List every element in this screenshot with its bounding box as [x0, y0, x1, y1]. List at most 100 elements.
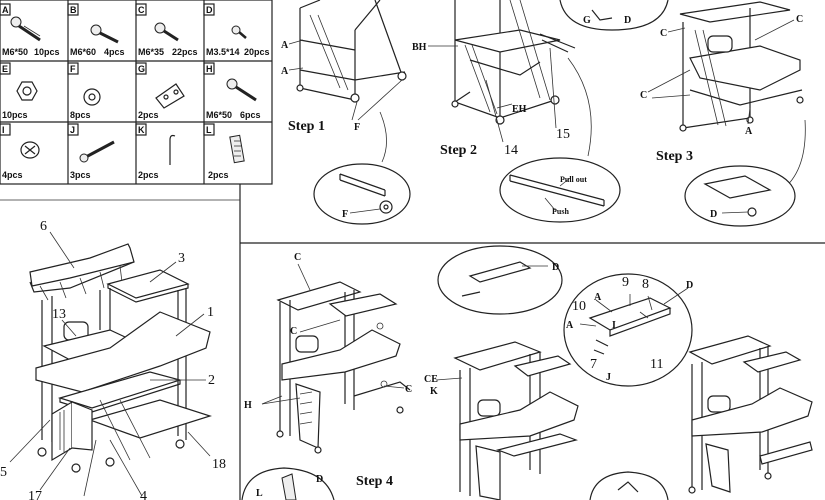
step2-detail-bubble	[499, 157, 621, 223]
step3-label-c3: C	[640, 90, 647, 101]
step-2-diagram	[428, 0, 576, 143]
drawer-detail-bubble	[563, 273, 693, 387]
step1-detail-bubble	[313, 163, 411, 225]
part-17-label: 17	[28, 489, 42, 500]
step3-detail-bubble	[684, 165, 796, 227]
screw-c-icon	[154, 22, 179, 42]
screw-a-icon	[10, 16, 41, 42]
step4-label-c1: C	[294, 252, 301, 263]
assembled-desk-right	[688, 335, 813, 494]
step4-label-c3: C	[405, 384, 412, 395]
hw-letter-k: K	[138, 125, 145, 135]
dowel-j-icon	[79, 140, 115, 163]
hw-letter-l: L	[206, 125, 212, 135]
part-13-label: 13	[52, 307, 66, 322]
step2-label-bh: BH	[412, 42, 427, 53]
step2-pull-out-label: Pull out	[560, 175, 587, 184]
step4-label-h: H	[244, 400, 252, 411]
step-1-diagram	[288, 0, 407, 121]
hw-qty-h: 6pcs	[240, 110, 261, 120]
hw-spec-h: M6*50	[206, 110, 232, 120]
step-2-title: Step 2	[440, 143, 477, 158]
screw-d-icon	[231, 25, 247, 39]
screw-b-icon	[90, 24, 119, 44]
step2-part-15: 15	[556, 127, 570, 142]
part-3-label: 3	[178, 251, 185, 266]
step3-bubble-label-d: D	[710, 209, 717, 220]
step-3-title: Step 3	[656, 149, 693, 164]
hardware-table: A B C D E F G H I J K L M6*50 10pcs	[0, 0, 273, 185]
part-9-label: 9	[622, 275, 629, 290]
exploded-desk-diagram	[9, 231, 212, 497]
hardware-letter-boxes	[0, 3, 215, 136]
drawer-label-a2: A	[566, 320, 574, 331]
bracket-g-icon	[155, 83, 185, 109]
hw-letter-c: C	[138, 5, 145, 15]
hinge-l-icon	[229, 134, 245, 164]
step3-label-c2: C	[796, 14, 803, 25]
hw-letter-h: H	[206, 64, 213, 74]
part-8-label: 8	[642, 277, 649, 292]
step3-label-c1: C	[660, 28, 667, 39]
hw-letter-d: D	[206, 5, 213, 15]
drawer-label-a1: A	[594, 292, 602, 303]
cam-i-icon	[20, 141, 40, 159]
hw-qty-l: 2pcs	[208, 170, 229, 180]
hw-qty-k: 2pcs	[138, 170, 159, 180]
hw-qty-e: 10pcs	[2, 110, 28, 120]
part-1-label: 1	[207, 305, 214, 320]
hw-letter-i: I	[2, 125, 5, 135]
step4-l-detail-bubble	[241, 467, 335, 500]
nut-e-icon	[16, 81, 38, 101]
part-10-label: 10	[572, 299, 586, 314]
part-5-label: 5	[0, 465, 7, 480]
step4-bubble-label-d: D	[316, 474, 323, 485]
part-2-label: 2	[208, 373, 215, 388]
hw-letter-b: B	[70, 5, 77, 15]
bubble-label-d: D	[624, 15, 631, 26]
bolt-h-icon	[226, 78, 257, 102]
hw-qty-g: 2pcs	[138, 110, 159, 120]
part-4-label: 4	[140, 489, 147, 500]
hw-letter-a: A	[2, 5, 9, 15]
hw-letter-e: E	[2, 64, 8, 74]
assembled-desk-middle	[435, 341, 579, 500]
bubble-label-g: G	[583, 15, 591, 26]
step-1-title: Step 1	[288, 119, 325, 134]
hw-qty-a: 10pcs	[34, 47, 60, 57]
mid-label-k: K	[430, 386, 438, 397]
hook-k-icon	[169, 134, 176, 165]
step2-push-label: Push	[552, 207, 569, 216]
step4-bubble-label-l: L	[256, 488, 263, 499]
bottom-detail-bubble	[589, 471, 669, 500]
hw-spec-b: M6*60	[70, 47, 96, 57]
mid-label-ce: CE	[424, 374, 438, 385]
hw-qty-j: 3pcs	[70, 170, 91, 180]
step1-label-f: F	[354, 122, 360, 133]
part-11-label: 11	[650, 357, 663, 372]
step4-label-c2: C	[290, 326, 297, 337]
hw-letter-g: G	[138, 64, 145, 74]
hw-qty-d: 20pcs	[244, 47, 270, 57]
tray-bubble-label-d: D	[552, 262, 559, 273]
tray-detail-bubble	[437, 245, 563, 315]
part-6-label: 6	[40, 219, 47, 234]
step-3-diagram	[647, 1, 804, 132]
hw-spec-c: M6*35	[138, 47, 164, 57]
step2-arrow	[567, 57, 592, 157]
hw-qty-i: 4pcs	[2, 170, 23, 180]
hw-qty-f: 8pcs	[70, 110, 91, 120]
cam-lock-f-icon	[83, 88, 101, 106]
step3-label-a: A	[745, 126, 753, 137]
step2-part-14: 14	[504, 143, 518, 158]
step1-label-a2: A	[281, 66, 289, 77]
hw-spec-a: M6*50	[2, 47, 28, 57]
step1-bubble-label-f: F	[342, 209, 348, 220]
panel-dividers	[0, 184, 825, 500]
drawer-label-d: D	[686, 280, 693, 291]
part-7-label: 7	[590, 357, 597, 372]
step2-label-eh: EH	[512, 104, 527, 115]
part-18-label: 18	[212, 457, 226, 472]
hw-letter-f: F	[70, 64, 76, 74]
